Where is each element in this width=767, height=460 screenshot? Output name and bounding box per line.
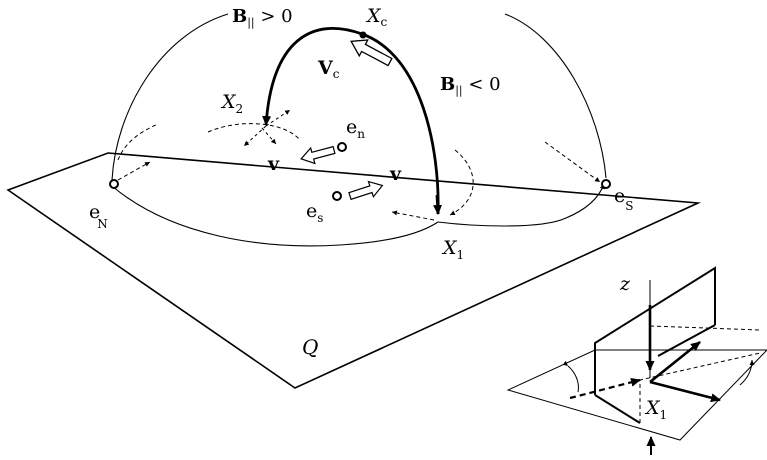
v-right-hollow-arrow	[348, 180, 384, 201]
label-en: en	[346, 116, 365, 141]
field-line-x1-es	[437, 183, 605, 227]
dashed-x1-left	[391, 210, 435, 221]
eN-charge	[109, 179, 119, 189]
label-z: z	[619, 273, 631, 295]
label-b-positive: B|| > 0	[232, 6, 293, 30]
en-charge	[337, 142, 347, 152]
label-x1: X1	[441, 237, 464, 262]
dashed-x2-ll	[243, 125, 267, 147]
dashed-x2-curve	[207, 123, 301, 141]
inset-x1-structure	[506, 266, 767, 455]
label-b-negative: B|| < 0	[440, 74, 501, 98]
dashed-x1-loop	[449, 149, 474, 216]
xc-point	[359, 31, 367, 39]
separator-arrow-right	[433, 194, 443, 215]
v-left-hollow-arrow	[300, 145, 336, 165]
right-arc	[504, 13, 607, 179]
eS-charge	[601, 179, 611, 189]
dashed-x2-ur	[265, 109, 291, 127]
dashed-es-in	[544, 141, 601, 183]
label-x2: X2	[220, 91, 243, 116]
es-charge	[332, 191, 342, 201]
field-line-en-x1	[111, 185, 439, 247]
label-v-right: v	[389, 163, 402, 185]
dashed-en-arc	[117, 123, 159, 161]
label-v-left: v	[267, 153, 280, 175]
label-q: Q	[302, 335, 318, 359]
dashed-x2-lr	[261, 127, 277, 145]
dashed-en-up	[117, 161, 151, 181]
plane-q	[6, 152, 702, 389]
left-arc	[111, 13, 229, 181]
label-es: es	[306, 200, 323, 225]
label-xc: Xc	[365, 5, 388, 29]
label-vc: Vc	[317, 57, 340, 81]
label-eS: eS	[614, 185, 633, 213]
label-inset-x1: X1	[644, 397, 667, 422]
vc-hollow-arrow	[350, 39, 393, 67]
